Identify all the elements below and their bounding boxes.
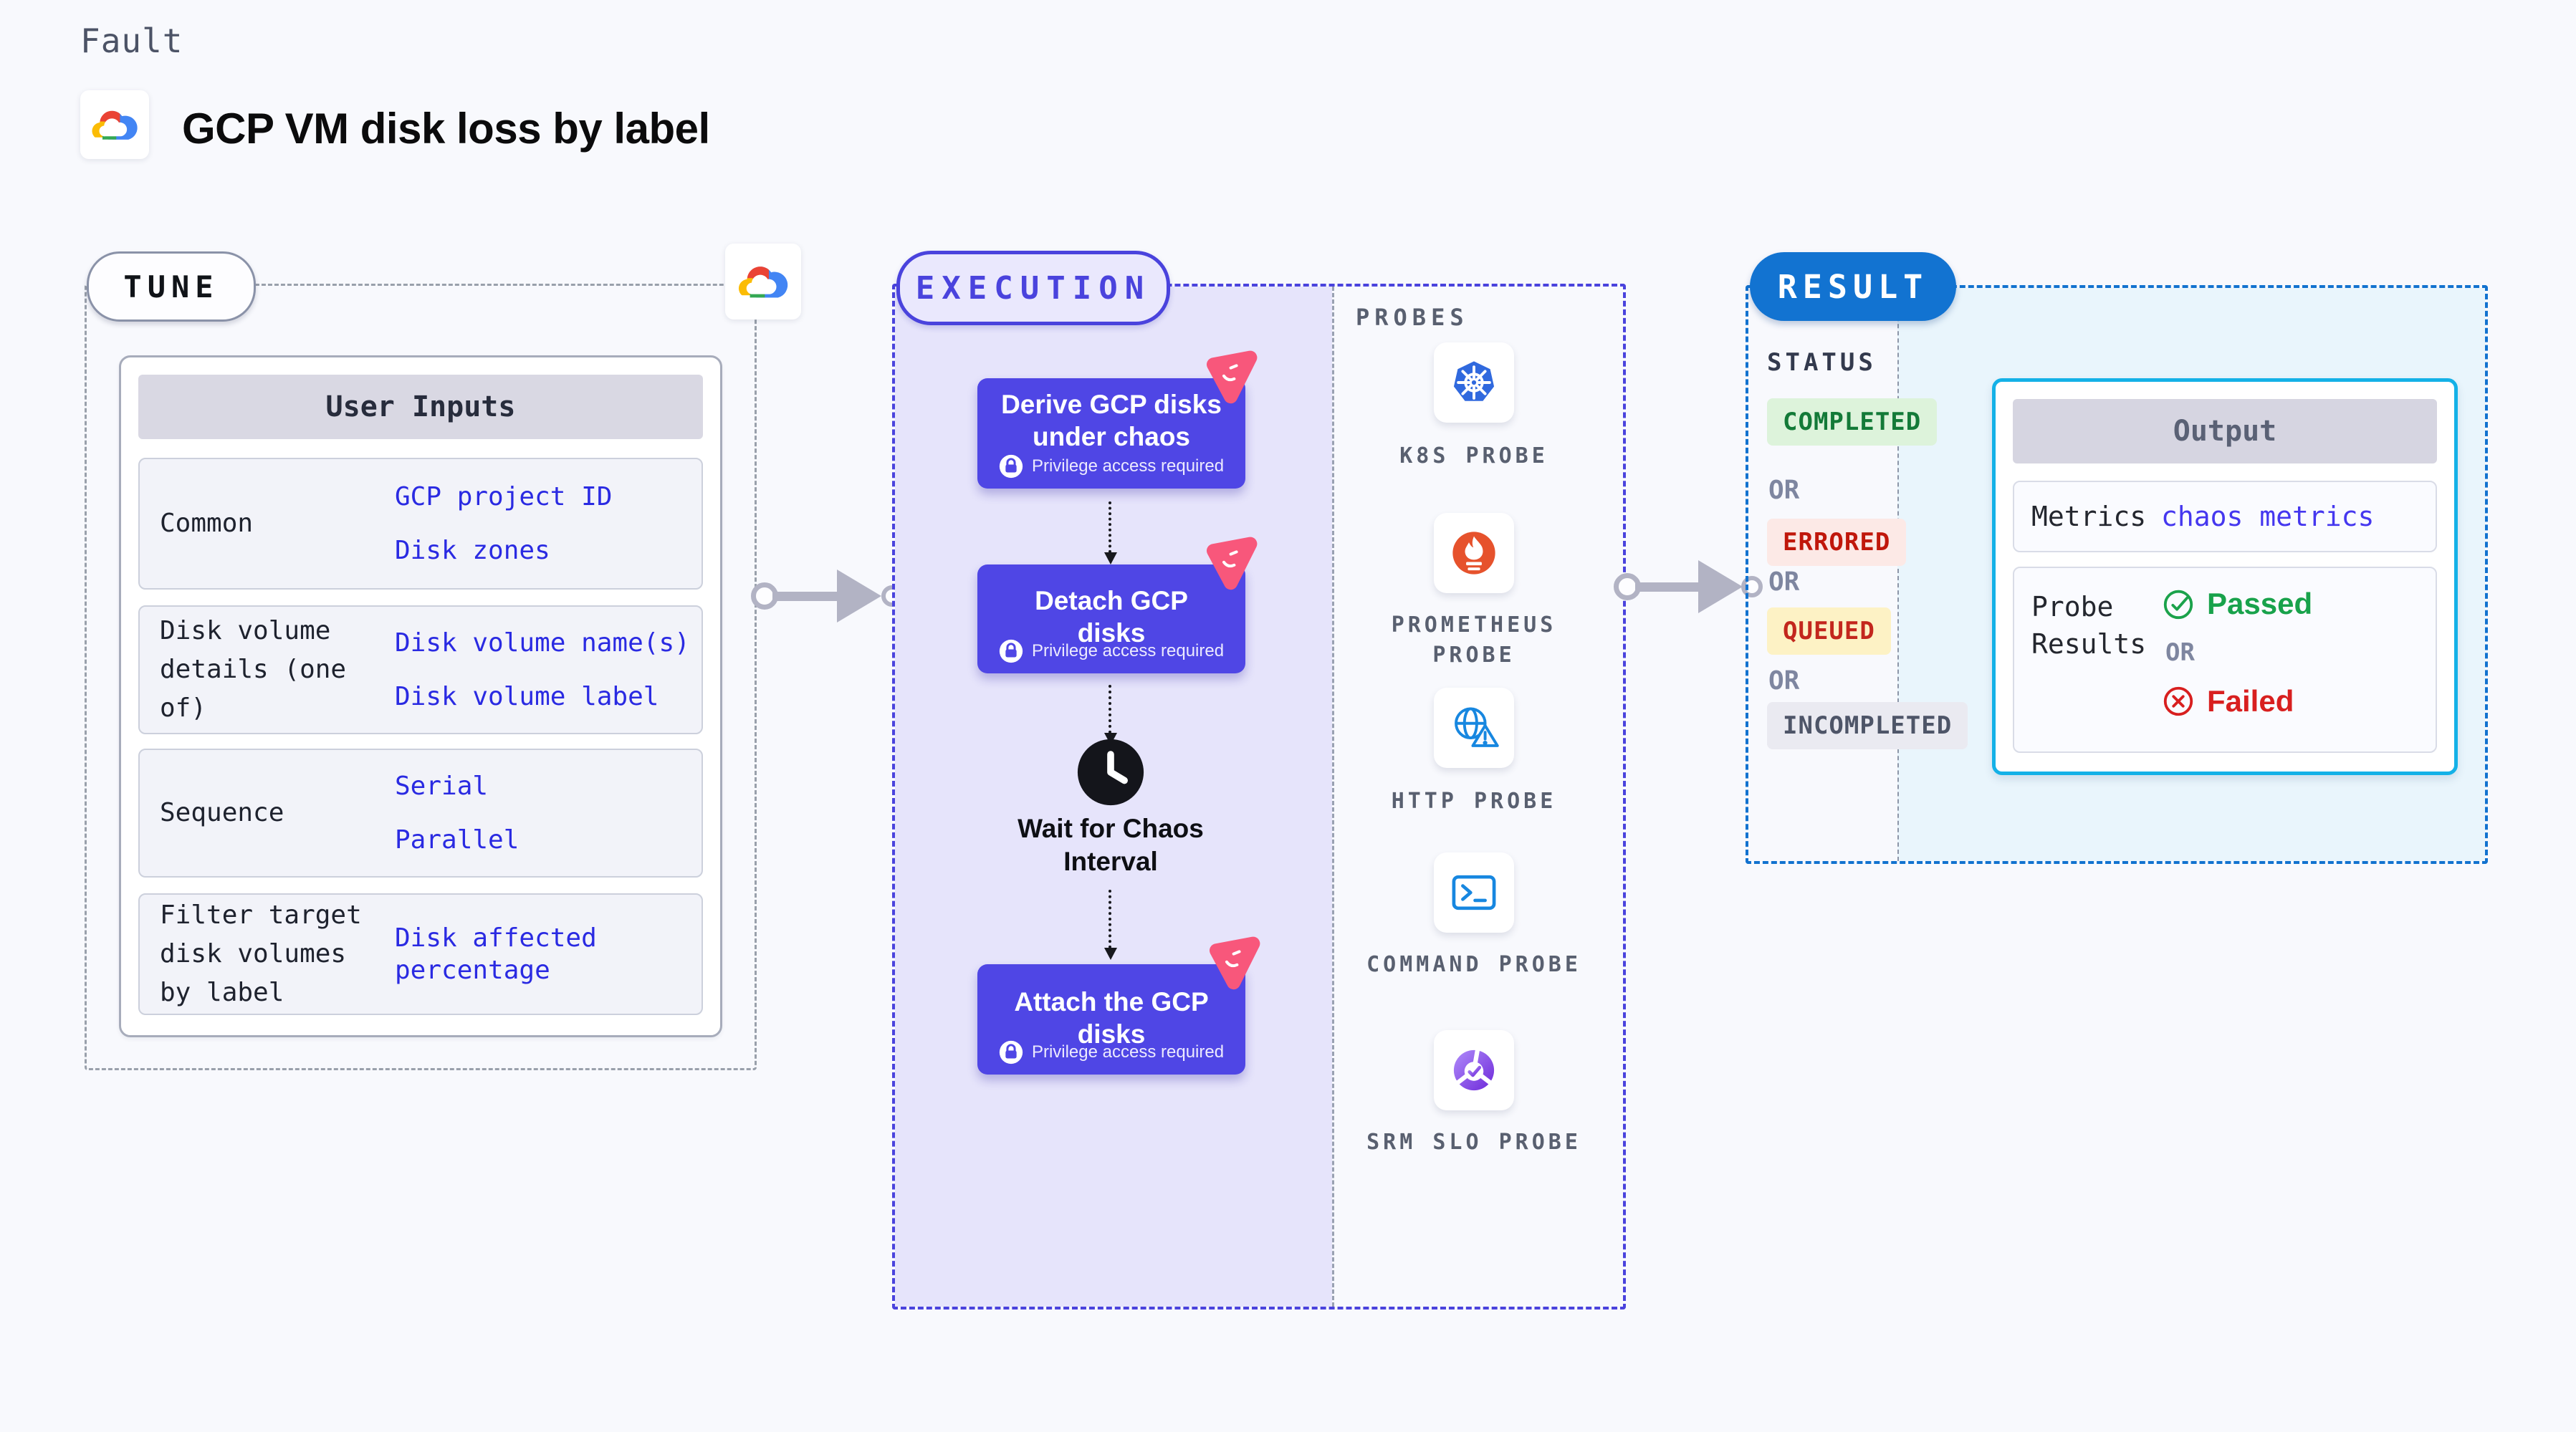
- gcp-logo-small: [725, 244, 801, 319]
- flow-arrow-tune-to-execution: [751, 570, 903, 623]
- tune-section-box: [85, 284, 757, 1070]
- probe-k8s: [1434, 342, 1514, 423]
- row-label: Sequence: [160, 798, 284, 827]
- or-separator: OR: [2165, 638, 2195, 667]
- row-value: Disk affected percentage: [395, 923, 597, 985]
- row-label: Filter target disk volumes by label: [160, 900, 362, 1007]
- page-title: GCP VM disk loss by label: [182, 105, 710, 153]
- privilege-note: Privilege access required: [977, 1040, 1245, 1065]
- or-separator: OR: [1768, 476, 1800, 505]
- step-arrow-down: [1104, 501, 1117, 564]
- probes-heading: PROBES: [1356, 304, 1469, 331]
- or-separator: OR: [1768, 567, 1800, 597]
- clock-icon: [1076, 738, 1145, 807]
- probe-label: PROMETHEUS PROBE: [1391, 612, 1557, 668]
- step-detach-gcp-disks: Detach GCP disks Privilege access requir…: [977, 564, 1245, 673]
- status-heading: STATUS: [1767, 348, 1877, 377]
- status-badge-queued: QUEUED: [1767, 607, 1891, 655]
- row-value: Parallel: [395, 825, 519, 855]
- probe-prometheus: [1434, 513, 1514, 593]
- table-row-sequence: Sequence Serial Parallel: [138, 749, 703, 878]
- probe-label: HTTP PROBE: [1391, 789, 1557, 814]
- user-inputs-header: User Inputs: [138, 375, 703, 439]
- step-title: Attach the GCP disks: [1014, 987, 1209, 1049]
- probe-srm-slo: [1434, 1030, 1514, 1110]
- execution-probes-divider: [1332, 287, 1334, 1307]
- execution-badge: EXECUTION: [896, 251, 1170, 325]
- metrics-label: Metrics: [2031, 501, 2147, 532]
- gcp-cloud-icon: [88, 103, 141, 146]
- row-label: Common: [160, 509, 254, 538]
- lock-icon: [998, 454, 1023, 479]
- metrics-value: chaos metrics: [2161, 501, 2375, 532]
- step-arrow-down: [1104, 685, 1117, 745]
- output-card: Output Metrics chaos metrics Probe Resul…: [1992, 378, 2458, 775]
- result-badge: RESULT: [1750, 252, 1956, 321]
- step-title: Detach GCP disks: [1035, 586, 1188, 648]
- status-badge-errored: ERRORED: [1767, 519, 1907, 566]
- litmus-chaos-icon: [1202, 936, 1263, 993]
- arrow-head: [837, 570, 881, 623]
- kubernetes-icon: [1452, 360, 1496, 403]
- arrow-line: [1635, 582, 1700, 592]
- prometheus-icon: [1452, 532, 1495, 575]
- row-value: GCP project ID: [395, 482, 613, 511]
- probe-label: SRM SLO PROBE: [1366, 1130, 1581, 1155]
- row-value: Serial: [395, 772, 489, 801]
- litmus-chaos-icon: [1200, 536, 1260, 593]
- status-output-divider: [1897, 288, 1899, 861]
- lock-icon: [998, 639, 1023, 663]
- failed-label: Failed: [2207, 684, 2294, 718]
- probe-http: [1434, 688, 1514, 768]
- wait-step: [1076, 738, 1145, 807]
- row-value: Disk zones: [395, 536, 550, 565]
- litmus-chaos-icon: [1200, 350, 1260, 407]
- privilege-label: Privilege access required: [1031, 641, 1225, 660]
- row-value: Disk volume name(s): [395, 628, 690, 658]
- arrow-head: [1698, 560, 1743, 613]
- probe-results-label: Probe Results: [2031, 591, 2147, 660]
- gcp-cloud-icon: [734, 258, 792, 305]
- lock-icon: [998, 1040, 1023, 1065]
- step-derive-gcp-disks: Derive GCP disks under chaos Privilege a…: [977, 378, 1245, 489]
- terminal-icon: [1446, 865, 1502, 921]
- probe-command: [1434, 852, 1514, 933]
- probe-result-failed: Failed: [2161, 684, 2312, 719]
- table-row-common: Common GCP project ID Disk zones: [138, 458, 703, 590]
- row-value: Disk volume label: [395, 682, 659, 711]
- fault-kind-label: Fault: [80, 21, 183, 60]
- wait-step-label: Wait for Chaos Interval: [1018, 814, 1204, 876]
- privilege-note: Privilege access required: [977, 454, 1245, 479]
- flow-arrow-probes-to-result: [1614, 560, 1763, 613]
- table-row-disk-volume-details: Disk volume details (one of) Disk volume…: [138, 605, 703, 734]
- status-badge-completed: COMPLETED: [1767, 398, 1938, 446]
- srm-slo-icon: [1446, 1042, 1502, 1098]
- probe-result-passed: Passed: [2161, 587, 2312, 621]
- http-globe-icon: [1455, 707, 1499, 747]
- x-circle-icon: [2163, 686, 2193, 716]
- connector-dot: [1741, 576, 1763, 597]
- step-attach-gcp-disks: Attach the GCP disks Privilege access re…: [977, 964, 1245, 1075]
- privilege-note: Privilege access required: [977, 639, 1245, 663]
- probe-label: K8S PROBE: [1399, 443, 1548, 468]
- check-circle-icon: [2163, 590, 2193, 620]
- or-separator: OR: [1768, 666, 1800, 696]
- metrics-row: Metrics chaos metrics: [2013, 481, 2437, 552]
- step-arrow-down: [1104, 890, 1117, 960]
- probe-label: COMMAND PROBE: [1366, 952, 1581, 977]
- status-badge-incompleted: INCOMPLETED: [1767, 702, 1968, 749]
- arrow-line: [772, 592, 838, 601]
- tune-badge: TUNE: [87, 251, 256, 322]
- privilege-label: Privilege access required: [1031, 456, 1225, 476]
- output-header: Output: [2013, 399, 2437, 463]
- passed-label: Passed: [2207, 587, 2313, 620]
- privilege-label: Privilege access required: [1031, 1042, 1225, 1062]
- probe-results-row: Probe Results Passed OR Failed: [2013, 567, 2437, 753]
- user-inputs-card: User Inputs Common GCP project ID Disk z…: [119, 355, 722, 1037]
- step-title: Derive GCP disks under chaos: [1001, 390, 1222, 451]
- row-label: Disk volume details (one of): [160, 616, 347, 723]
- table-row-filter-by-label: Filter target disk volumes by label Disk…: [138, 893, 703, 1015]
- gcp-logo: [80, 90, 149, 159]
